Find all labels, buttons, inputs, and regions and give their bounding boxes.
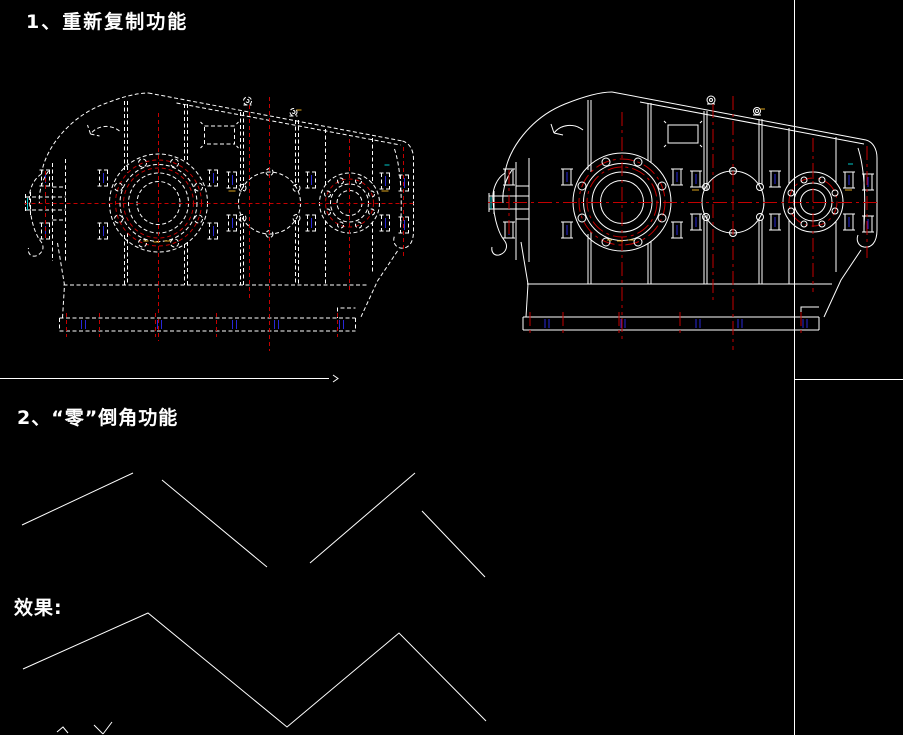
crosshair-cursor	[794, 0, 903, 735]
yellow-marks	[607, 108, 852, 242]
separator-arrow	[0, 374, 339, 383]
housing-top-arc	[504, 91, 613, 174]
bottom-cutoff-glyphs	[56, 721, 113, 735]
housing-left-side	[520, 241, 529, 318]
ribs	[124, 101, 373, 285]
rotation-arrow-icon	[87, 124, 120, 137]
zigzag-after-chamfer	[22, 612, 487, 728]
ribs	[587, 100, 837, 284]
zigzag-before-chamfer	[21, 472, 486, 578]
section-1-heading: 1、重新复制功能	[26, 11, 189, 33]
centerline-misc	[508, 104, 868, 300]
section-2-heading: 2、“零”倒角功能	[17, 407, 179, 429]
cyan-marks	[490, 163, 853, 209]
base-plate	[522, 306, 820, 331]
lifting-eye-2	[289, 108, 298, 116]
housing-right-taper	[823, 249, 862, 318]
base-red-ticks	[66, 313, 338, 337]
inspection-cover	[200, 121, 239, 149]
lifting-eyes	[707, 103, 761, 116]
housing-left-side	[57, 242, 66, 319]
housing-left-ear	[491, 169, 513, 256]
rotation-arrow-icon	[550, 123, 584, 136]
centerline-misc	[45, 105, 404, 301]
bolt-shank-ticks	[45, 173, 405, 329]
housing-top-slope	[148, 92, 403, 146]
bolt-glyphs	[503, 168, 874, 239]
housing-top-arc	[41, 92, 149, 175]
arrow-head-icon	[332, 374, 339, 383]
left-bearing-wall	[52, 159, 66, 263]
yellow-marks	[143, 109, 389, 243]
lifting-eye-1	[243, 96, 252, 106]
bolt-glyphs	[39, 169, 411, 240]
gearbox-drawing-copy	[24, 92, 415, 351]
housing-top-slope	[611, 91, 867, 145]
left-bearing-wall	[515, 158, 530, 262]
bolt-shank-ticks	[508, 172, 869, 328]
lifting-eye-2	[753, 107, 761, 115]
effect-label: 效果:	[14, 597, 63, 619]
housing-right-taper	[360, 250, 398, 319]
cyan-marks	[27, 164, 390, 210]
base-plate	[59, 307, 356, 332]
lifting-eyes	[243, 104, 298, 117]
gearbox-drawing-original	[488, 91, 878, 350]
housing-left-ear	[27, 170, 49, 257]
lifting-eye-1	[706, 95, 716, 105]
base-red-ticks	[529, 312, 802, 336]
inspection-cover	[663, 120, 703, 148]
